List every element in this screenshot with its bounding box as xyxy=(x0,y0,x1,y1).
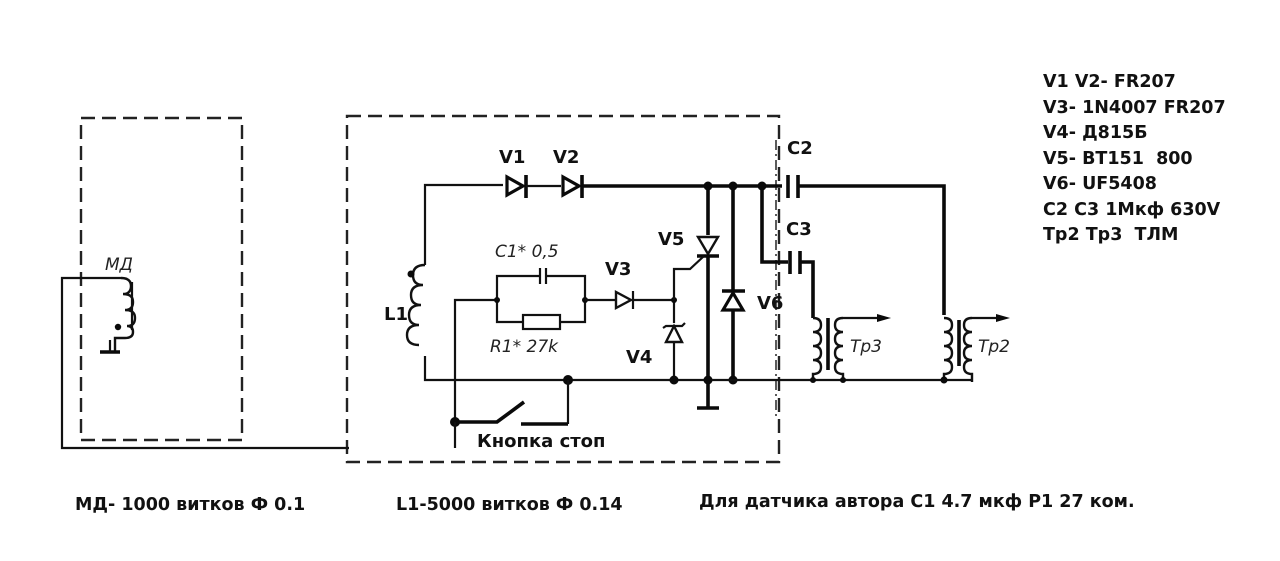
capacitor-c3 xyxy=(760,186,815,318)
l1-spec-note: L1-5000 витков Ф 0.14 xyxy=(396,495,623,515)
v3-label: V3 xyxy=(605,259,631,280)
transformer-tr3 xyxy=(810,314,891,383)
v1-label: V1 xyxy=(499,147,525,168)
v6-label: V6 xyxy=(757,293,783,314)
author-note: Для датчика автора С1 4.7 мкф Р1 27 ком. xyxy=(699,492,1135,512)
parts-list: V1 V2- FR207 V3- 1N4007 FR207 V4- Д815Б … xyxy=(1043,70,1226,249)
v4-label: V4 xyxy=(626,347,652,368)
c2-label: C2 xyxy=(787,138,813,159)
parts-list-item: V3- 1N4007 FR207 xyxy=(1043,97,1226,118)
diode-v3 xyxy=(614,290,674,310)
tr2-label: Тр2 xyxy=(978,337,1010,357)
tr3-label: Тр3 xyxy=(850,337,882,357)
parts-list-item: V6- UF5408 xyxy=(1043,174,1157,194)
capacitor-c2 xyxy=(786,175,946,315)
c3-label: C3 xyxy=(786,219,812,240)
zener-v4 xyxy=(662,297,686,385)
md-spec-note: МД- 1000 витков Ф 0.1 xyxy=(75,495,306,515)
parts-list-item: Тр2 Тр3 ТЛМ xyxy=(1043,225,1179,245)
diode-v2 xyxy=(561,174,584,198)
parts-list-item: V4- Д815Б xyxy=(1043,123,1148,143)
stop-button-switch[interactable] xyxy=(450,380,570,448)
md-sensor-coil xyxy=(60,276,349,450)
l1-coil xyxy=(405,183,712,382)
parts-list-item: V1 V2- FR207 xyxy=(1043,72,1176,92)
c1-label: C1* 0,5 xyxy=(495,242,559,262)
diode-v1 xyxy=(505,174,528,198)
md-label: МД xyxy=(105,255,133,275)
v2-label: V2 xyxy=(553,147,579,168)
thyristor-v5 xyxy=(672,186,721,410)
transformer-tr2 xyxy=(940,314,1010,384)
diode-v6 xyxy=(720,186,746,385)
main-unit-enclosure xyxy=(345,114,781,464)
l1-label: L1 xyxy=(384,304,408,325)
parts-list-item: C2 C3 1Мкф 630V xyxy=(1043,199,1221,220)
v5-label: V5 xyxy=(658,229,684,250)
c1-r1-network xyxy=(453,268,615,420)
r1-label: R1* 27k xyxy=(490,337,559,357)
parts-list-item: V5- BT151 800 xyxy=(1043,148,1193,169)
stop-button-label: Кнопка стоп xyxy=(477,431,606,452)
